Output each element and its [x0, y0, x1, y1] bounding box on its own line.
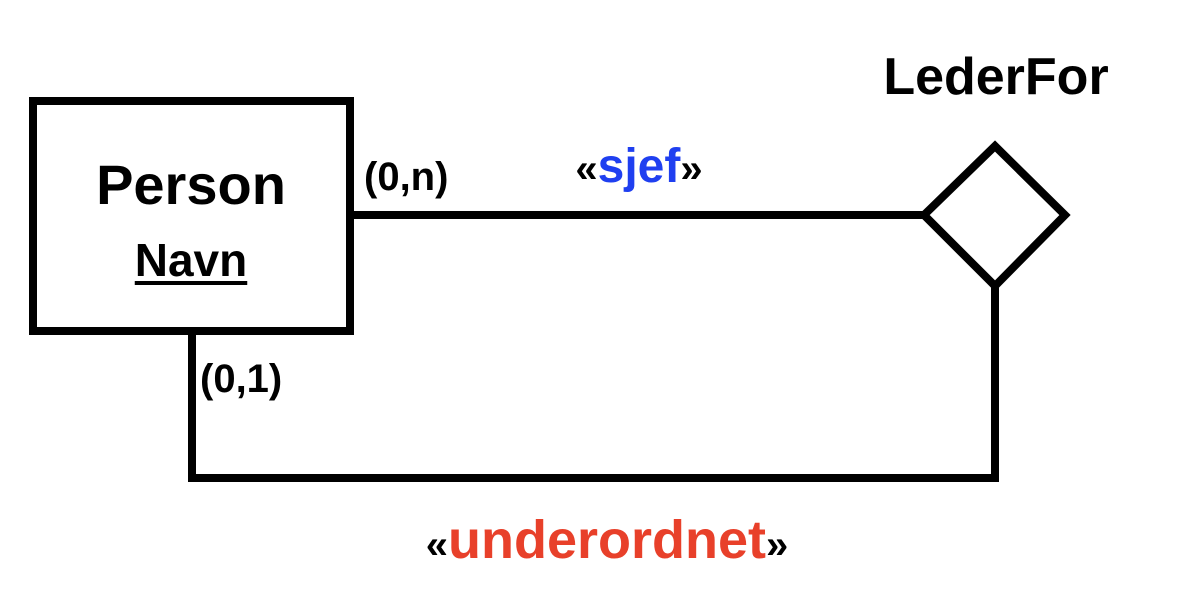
person-entity-box[interactable]: [29, 97, 354, 335]
relationship-name: LederFor: [883, 48, 1108, 106]
person-entity-name: Person: [96, 153, 286, 216]
underordnet-connector-line[interactable]: [188, 286, 999, 482]
sjef-guillemet-close: »: [680, 147, 702, 191]
person-key-attribute: Navn: [135, 234, 247, 286]
underordnet-guillemet-close: »: [766, 523, 788, 567]
underordnet-role-label: «underordnet»: [426, 510, 789, 570]
lederfor-relationship-diamond[interactable]: [918, 140, 1071, 292]
underordnet-cardinality: (0,1): [200, 357, 282, 401]
sjef-guillemet-open: «: [575, 147, 597, 191]
sjef-role-name: sjef: [598, 140, 682, 193]
underordnet-role-name: underordnet: [448, 510, 766, 570]
underordnet-guillemet-open: «: [426, 523, 448, 567]
sjef-role-label: «sjef»: [575, 140, 702, 193]
sjef-cardinality: (0,n): [364, 155, 448, 199]
